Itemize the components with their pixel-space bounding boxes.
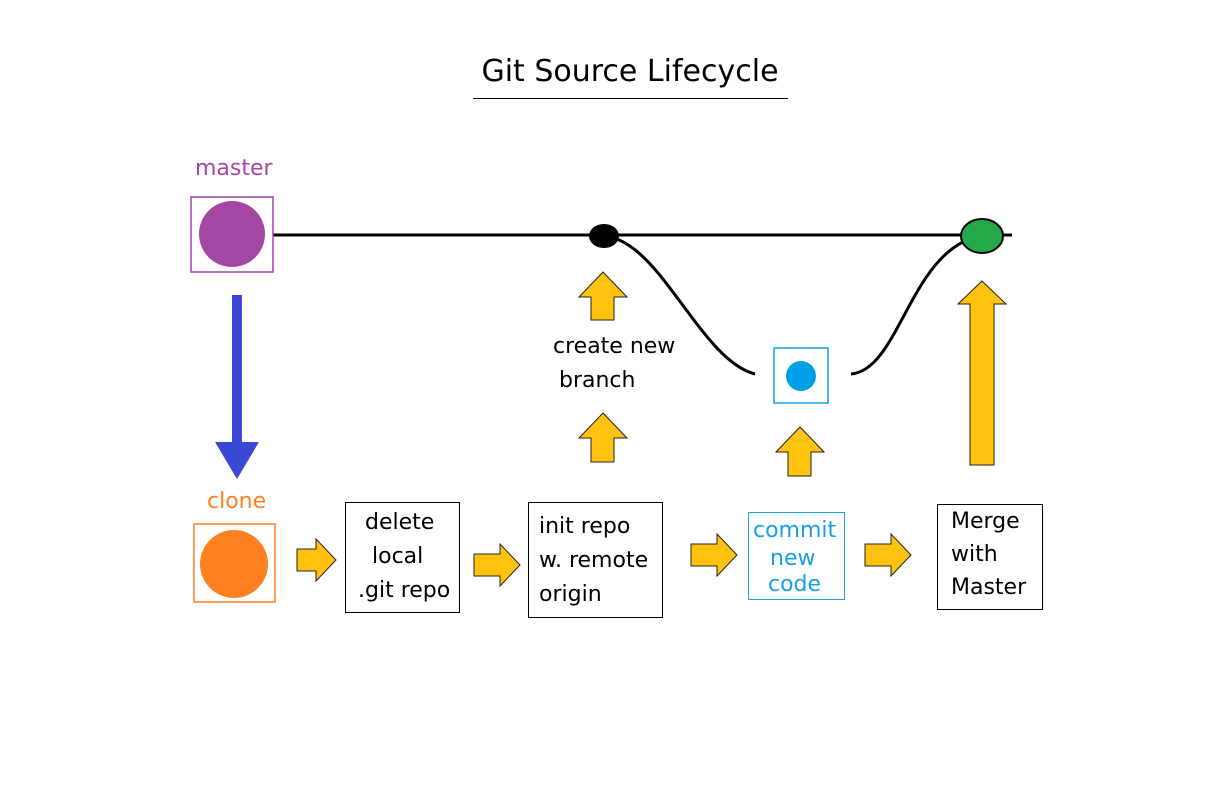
master-node <box>199 201 265 267</box>
up-arrow-to-create-branch <box>577 412 629 463</box>
step-commit-line2: new <box>770 546 816 571</box>
step-merge-with-master: Merge with Master <box>937 504 1043 610</box>
step-merge-line3: Master <box>951 575 1027 600</box>
right-arrow-commit-to-merge <box>864 532 912 578</box>
merged-node <box>960 218 1004 254</box>
step-commit-new-code: commit new code <box>748 512 845 600</box>
up-arrow-to-commit <box>774 426 826 477</box>
step-commit-line3: code <box>768 572 822 597</box>
step-delete-line1: delete <box>365 510 435 535</box>
step-init-repo: init repo w. remote origin <box>528 502 663 618</box>
right-arrow-delete-to-init <box>473 542 521 588</box>
right-arrow-clone-to-delete <box>296 537 337 583</box>
clone-down-arrow <box>215 295 259 479</box>
clone-node <box>200 530 268 598</box>
branch-curve-out <box>603 234 756 376</box>
diagram-title: Git Source Lifecycle <box>481 54 779 89</box>
create-branch-label-line2: branch <box>559 368 636 393</box>
up-arrow-to-branch <box>577 271 629 321</box>
commit-node <box>786 361 816 391</box>
step-merge-line2: with <box>951 542 998 567</box>
step-delete-local-repo: delete local .git repo <box>345 502 460 613</box>
branch-point-node <box>589 224 619 248</box>
up-arrow-to-merge <box>956 280 1008 466</box>
create-branch-label-line1: create new <box>553 334 676 359</box>
master-label: master <box>195 156 273 181</box>
title-underline <box>473 98 788 99</box>
step-init-line1: init repo <box>539 514 631 539</box>
clone-label: clone <box>207 489 267 514</box>
step-init-line3: origin <box>539 582 602 607</box>
step-commit-line1: commit <box>753 518 837 543</box>
step-init-line2: w. remote <box>539 548 649 573</box>
step-merge-line1: Merge <box>951 509 1020 534</box>
right-arrow-init-to-commit <box>690 532 738 578</box>
branch-curve-in <box>850 234 981 376</box>
step-delete-line3: .git repo <box>358 578 451 603</box>
step-delete-line2: local <box>372 544 424 569</box>
